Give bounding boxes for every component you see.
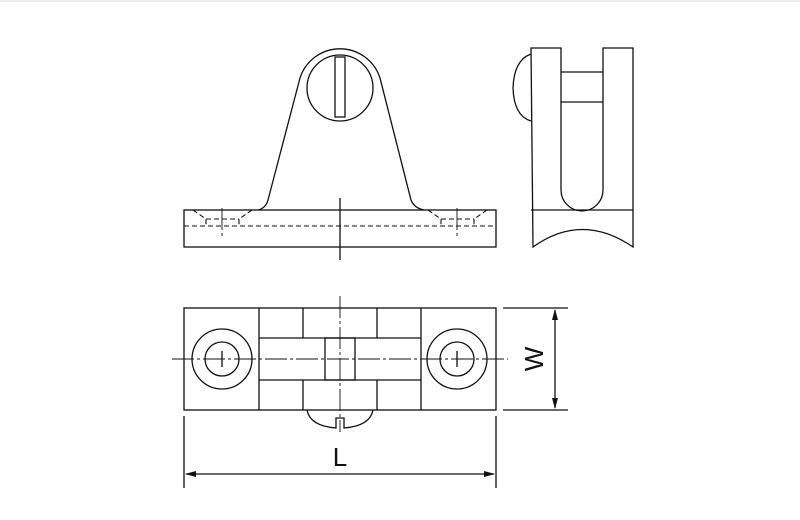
screw-dome (512, 53, 532, 122)
side-view (512, 47, 634, 249)
screw-head-top (306, 409, 374, 429)
screw-head (306, 54, 374, 122)
countersink-left (192, 209, 253, 226)
length-label: L (333, 442, 347, 472)
front-view (183, 48, 497, 260)
lug-edges (302, 308, 378, 410)
clevis-body (530, 47, 634, 249)
upright-lug (257, 48, 425, 211)
dimension-w: W (503, 307, 568, 411)
screw-slot (334, 56, 346, 118)
top-view (172, 296, 508, 432)
arrow-icon (552, 309, 558, 409)
countersink-right (427, 209, 488, 226)
width-label: W (519, 346, 549, 371)
dimension-l: L (183, 416, 497, 488)
